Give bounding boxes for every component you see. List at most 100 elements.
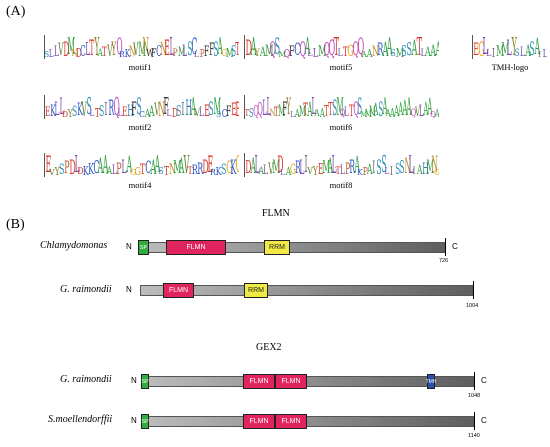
logo-letter: E — [236, 99, 239, 119]
logo-letter: S — [401, 42, 407, 59]
logo-letter: L — [344, 105, 349, 119]
logo-letter: Q — [323, 39, 330, 59]
motif5-caption: motif5 — [329, 62, 353, 72]
logo-axis — [44, 153, 45, 177]
logo-letter: M — [213, 95, 221, 119]
logo-letter: T — [140, 162, 146, 177]
logo-letter: A — [126, 153, 132, 177]
logo-letter: D — [63, 37, 70, 59]
logo-letter: A — [385, 109, 391, 119]
logo-letter: I — [104, 99, 108, 119]
logo-letter: Q — [357, 35, 365, 59]
logo-letter: A — [386, 35, 393, 59]
protein-name-s-moellendorffii: S.moellendorffii — [48, 414, 113, 425]
logo-letter: M — [318, 42, 327, 59]
logo-letter: T — [94, 106, 100, 119]
logo-letter: I — [181, 99, 185, 119]
logo-letter: S — [99, 102, 105, 119]
logo-letter: E — [121, 105, 128, 119]
logo-letter: F — [204, 44, 210, 59]
logo-letter: T — [102, 45, 108, 59]
c-terminus: C — [481, 376, 487, 385]
logo-letter: M — [264, 41, 274, 59]
logo-letter: G — [478, 37, 485, 59]
logo-letter: A — [402, 96, 408, 119]
logo-letter: L — [311, 95, 317, 119]
rrm-domain: RRM — [244, 283, 268, 298]
protein-name-g-raimondii: G. raimondii — [60, 284, 112, 295]
logo-letter: S — [220, 162, 227, 177]
logo-letter: D — [69, 155, 76, 177]
logo-letter: N — [371, 44, 379, 59]
logo-letter: D — [277, 153, 284, 177]
logo-letter: L — [543, 48, 547, 59]
logo-letter: L — [331, 153, 337, 177]
logo-letter: M — [395, 46, 405, 59]
logo-letter: P — [116, 159, 122, 177]
logo-letter: M — [278, 101, 286, 119]
logo-letter: Y — [511, 35, 517, 59]
logo-letter: S — [332, 96, 338, 119]
logo-letter: N — [129, 44, 136, 59]
logo-letter: D — [202, 156, 209, 177]
logo-letter: M — [501, 39, 510, 59]
logo-letter: L — [280, 168, 286, 177]
logo-letter: T — [244, 109, 250, 119]
sp-domain: SP — [141, 414, 149, 429]
motif4-caption: motif4 — [128, 180, 152, 190]
logo-letter: Q — [253, 102, 260, 119]
logo-letter: L — [169, 35, 175, 59]
logo-letter: A — [425, 45, 432, 59]
logo-letter: S — [44, 50, 50, 59]
logo-letter: S — [529, 38, 535, 59]
logo-letter: A — [154, 153, 161, 177]
c-terminus: C — [452, 242, 458, 251]
panel-a-label: (A) — [6, 4, 26, 19]
logo-letter: L — [111, 163, 117, 177]
logo-letter: N — [431, 153, 438, 177]
logo-letter: K — [76, 100, 83, 119]
logo-letter: R — [108, 96, 115, 119]
logo-letter: Q — [430, 110, 437, 119]
logo-letter: L — [486, 49, 492, 59]
logo-letter: D — [77, 167, 84, 177]
logo-letter: D — [75, 46, 82, 59]
logo-letter: A — [314, 109, 320, 119]
logo-letter: L — [482, 35, 489, 59]
logo-letter: N — [269, 108, 276, 119]
logo-letter: M — [426, 156, 435, 177]
logo-letter: A — [249, 154, 256, 177]
logo-letter: S — [377, 97, 383, 119]
motif1-caption: motif1 — [128, 62, 152, 72]
logo-letter: L — [54, 98, 60, 119]
logo-letter: S — [399, 157, 405, 177]
logo-letter: Q — [299, 37, 306, 59]
logo-letter: S — [186, 38, 192, 59]
logo-letter: P — [64, 158, 70, 177]
c-terminus: C — [481, 416, 487, 425]
logo-letter: S — [274, 35, 281, 59]
logo-letter: P — [362, 165, 368, 177]
logo-letter: F — [226, 104, 232, 119]
logo-letter: L — [121, 156, 127, 177]
logo-letter: G — [290, 162, 297, 177]
logo-letter: A — [149, 104, 155, 119]
logo-letter: S — [208, 98, 214, 119]
logo-letter: Y — [67, 107, 73, 119]
logo-letter: M — [364, 107, 372, 119]
logo-letter: F — [208, 40, 214, 59]
logo-letter: S — [72, 104, 78, 119]
logo-letter: N — [404, 154, 411, 177]
flmn-domain: FLMN — [275, 414, 307, 429]
logo-letter: A — [389, 106, 395, 119]
logo-letter: A — [423, 98, 429, 119]
logo-letter: G — [434, 169, 439, 177]
logo-letter: I — [537, 50, 541, 59]
motif6-caption: motif6 — [329, 122, 353, 132]
logo-letter: V — [154, 100, 160, 119]
logo-letter: I — [372, 158, 376, 177]
motif5-logo: DAYAMQSMQFCQALLMQQTLTGQQAANRAASMSSATLAAA — [244, 35, 439, 59]
logo-letter: I — [389, 164, 393, 177]
logo-letter: A — [97, 48, 103, 59]
